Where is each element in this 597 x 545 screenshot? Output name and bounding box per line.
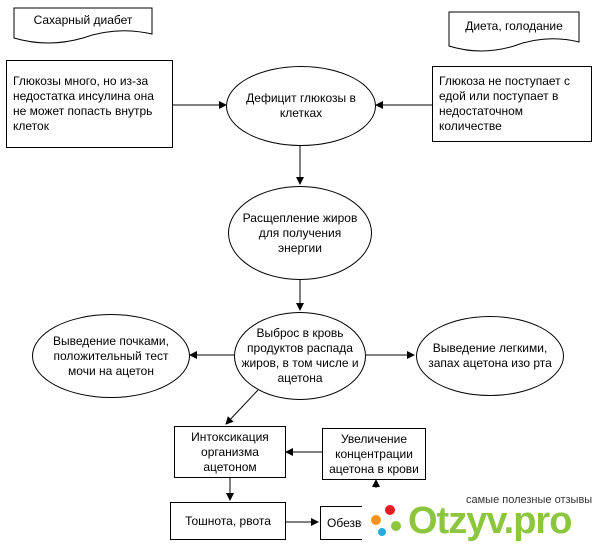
banner-diabetes-shape xyxy=(13,7,153,44)
banner-diabetes-label: Сахарный диабет xyxy=(33,12,133,27)
node-fat-breakdown-label: Расщепление жиров для получения энергии xyxy=(242,210,358,255)
banner-diet-label: Диета, голодание xyxy=(465,18,563,33)
watermark-logo-text: Otzyv.pro xyxy=(408,500,572,542)
arrow-release-to-intoxication xyxy=(225,389,259,425)
node-intoxication: Интоксикация организма ацетоном xyxy=(174,426,286,478)
node-glucose-inside: Глюкозы много, но из-за недостатка инсул… xyxy=(6,60,173,148)
node-concentration-label: Увеличение концентрации ацетона в крови xyxy=(329,431,419,476)
node-intoxication-label: Интоксикация организма ацетоном xyxy=(191,429,269,474)
node-glucose-food: Глюкоза не поступает с едой или поступае… xyxy=(432,66,592,142)
watermark-caption: самые полезные отзывы xyxy=(466,494,593,506)
node-fat-breakdown: Расщепление жиров для получения энергии xyxy=(228,186,372,280)
banner-diet: Диета, голодание xyxy=(449,16,579,36)
banner-diabetes: Сахарный диабет xyxy=(14,10,152,30)
node-glucose-inside-label: Глюкозы много, но из-за недостатка инсул… xyxy=(13,74,154,133)
node-concentration: Увеличение концентрации ацетона в крови xyxy=(322,428,426,480)
node-glucose-food-label: Глюкоза не поступает с едой или поступае… xyxy=(439,74,570,133)
banner-diet-shape xyxy=(448,11,580,52)
node-release-label: Выброс в кровь продуктов распада жиров, … xyxy=(241,326,359,385)
node-lungs-label: Выведение легкими, запах ацетона изо рта xyxy=(428,341,552,370)
node-nausea: Тошнота, рвота xyxy=(170,502,286,540)
watermark-backdrop xyxy=(362,488,597,545)
node-glucose-deficit: Дефицит глюкозы в клетках xyxy=(226,66,376,146)
node-nausea-label: Тошнота, рвота xyxy=(185,513,271,528)
node-kidneys-label: Выведение почками, положительный тест мо… xyxy=(53,333,169,378)
node-release: Выброс в кровь продуктов распада жиров, … xyxy=(234,312,366,400)
node-glucose-deficit-label: Дефицит глюкозы в клетках xyxy=(246,91,356,120)
node-kidneys: Выведение почками, положительный тест мо… xyxy=(32,314,190,398)
otzyv-logo-icon xyxy=(371,505,401,536)
node-lungs: Выведение легкими, запах ацетона изо рта xyxy=(416,316,564,396)
